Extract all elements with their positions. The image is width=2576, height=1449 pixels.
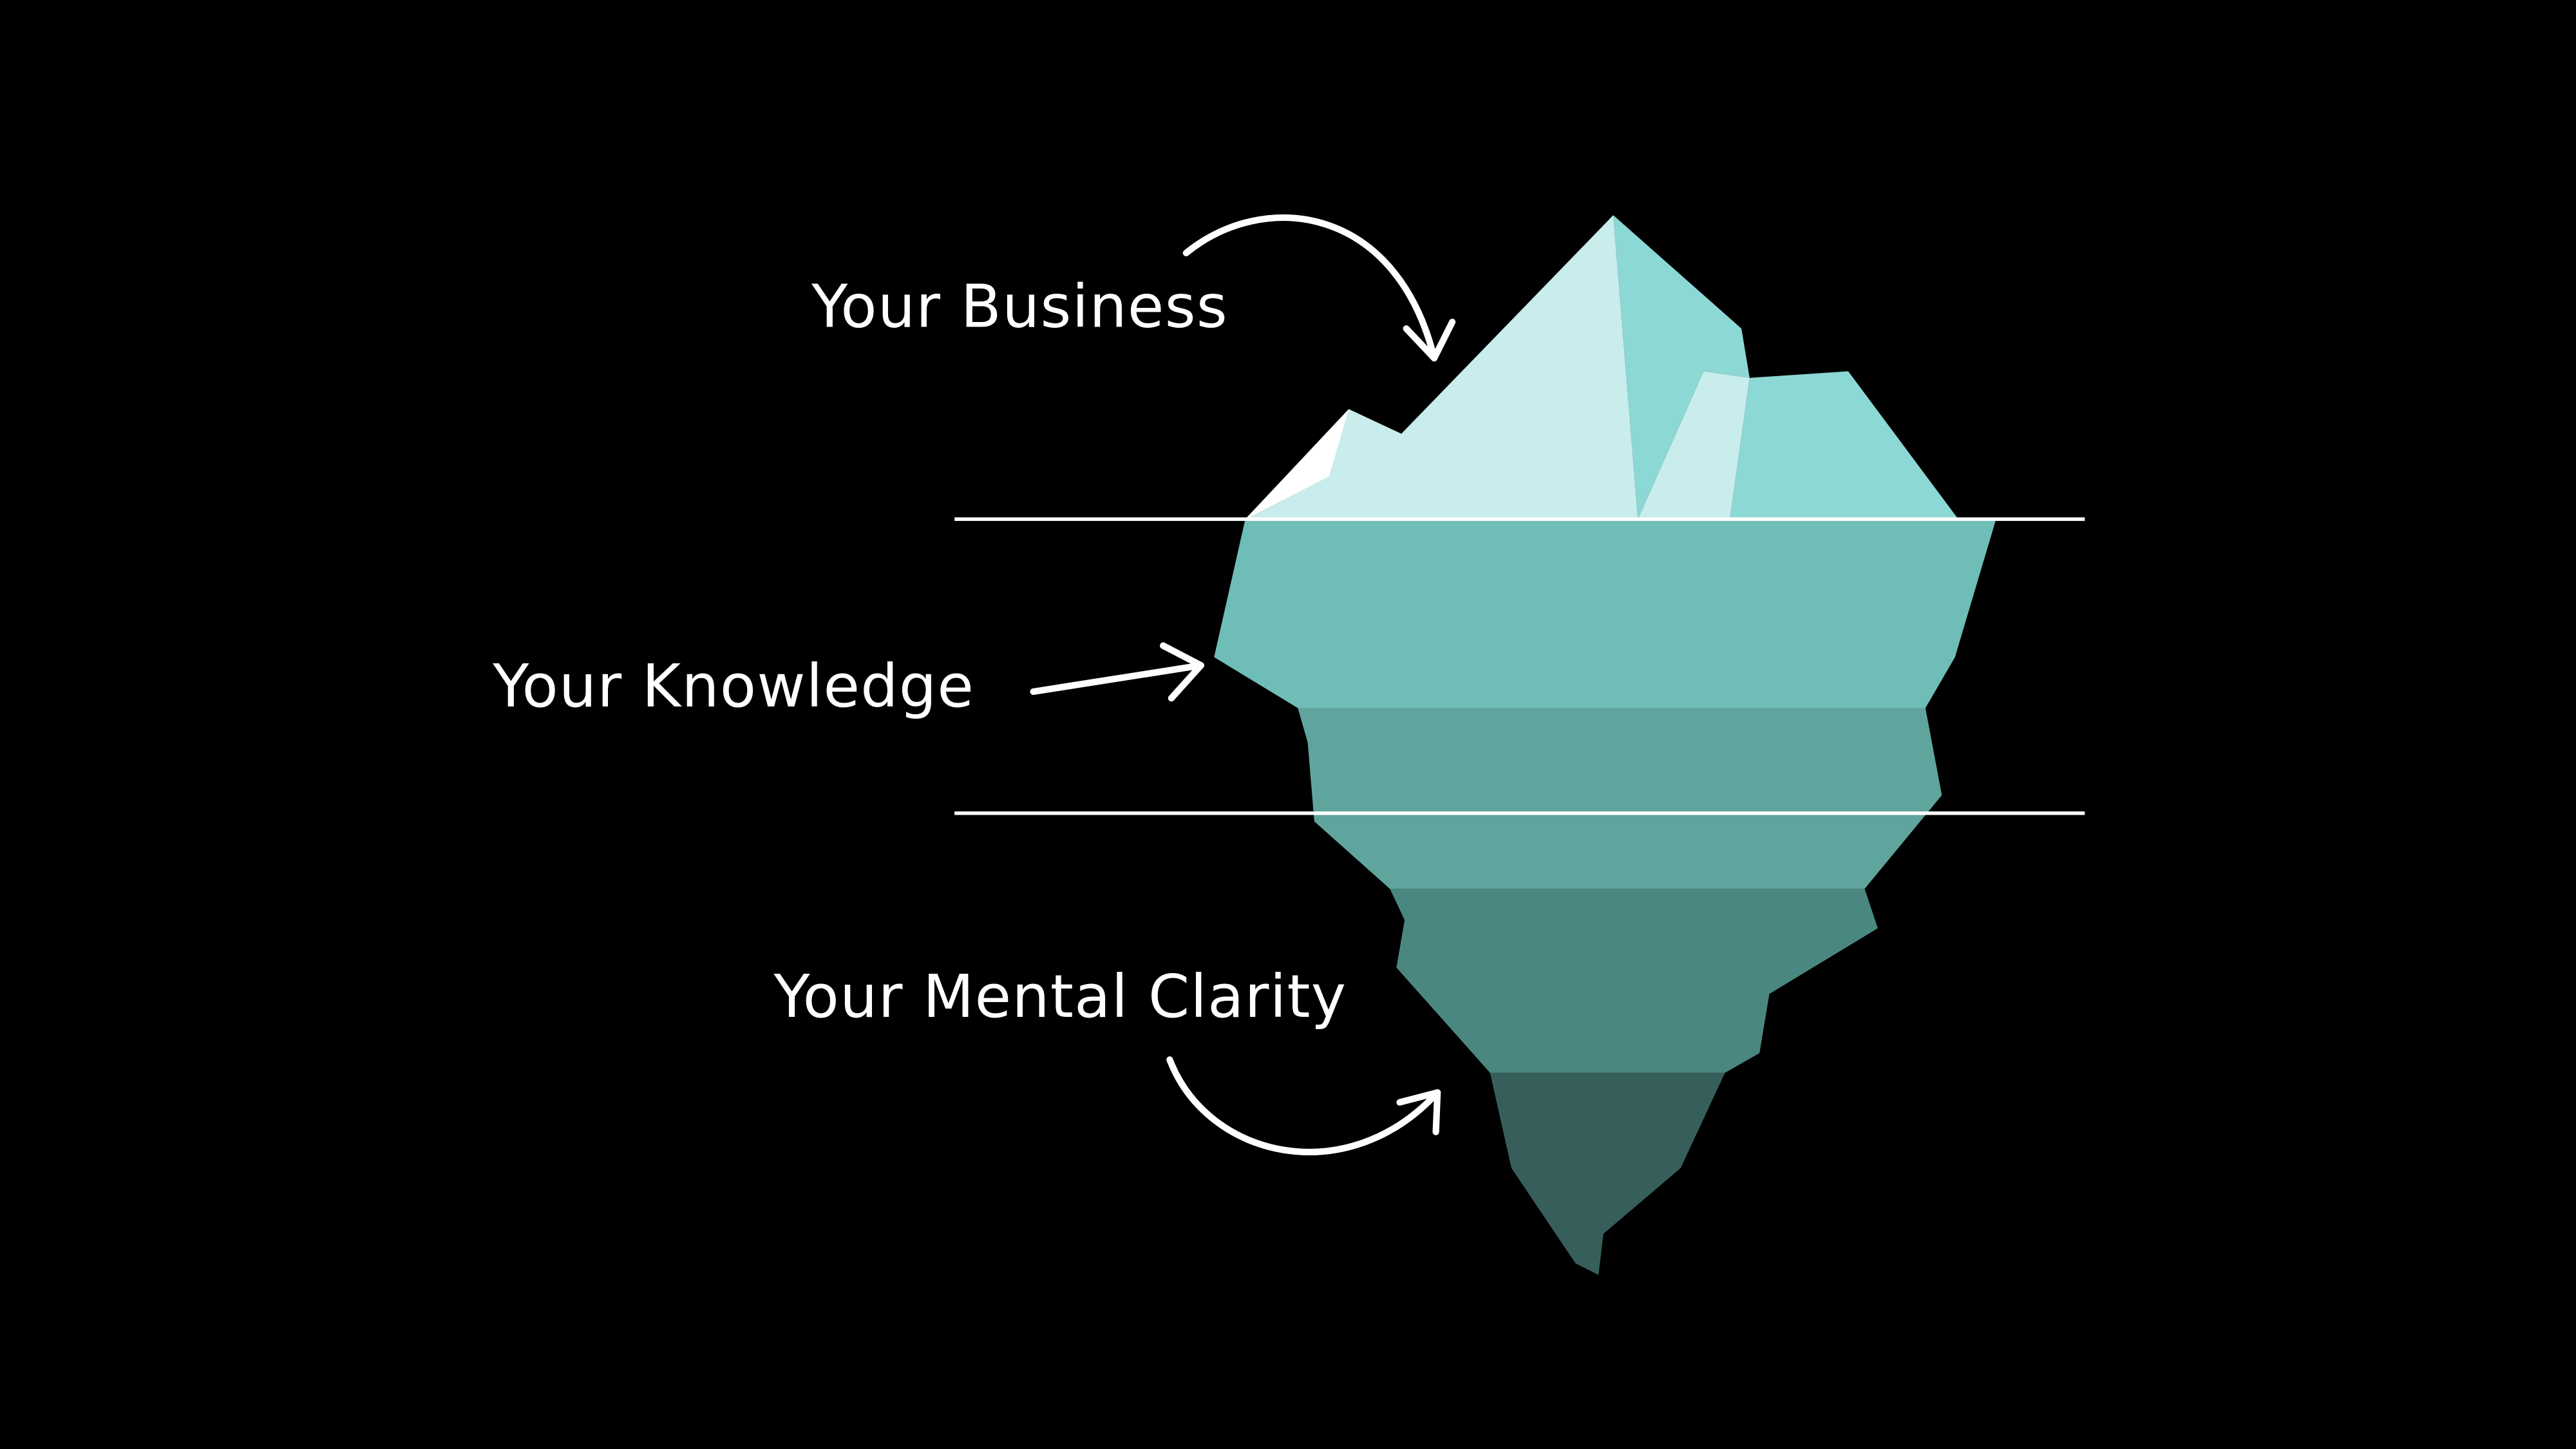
arrow-business-icon [1182, 214, 1456, 362]
label-your-mental-clarity: Your Mental Clarity [773, 962, 1347, 1031]
iceberg-peak-shadow [1613, 215, 1750, 520]
arrow-mental-clarity-icon [1166, 1056, 1441, 1155]
arrow-knowledge-icon [1030, 642, 1204, 702]
iceberg-peak-main [1245, 215, 1638, 520]
iceberg-layer-2 [1298, 708, 1942, 889]
iceberg-peak-right [1730, 371, 1958, 520]
label-your-business: Your Business [811, 272, 1228, 341]
iceberg [1214, 215, 1996, 1275]
iceberg-layer-1 [1214, 519, 1996, 708]
iceberg-layer-4 [1490, 1072, 1725, 1275]
iceberg-peak-facet [1638, 371, 1750, 520]
label-your-knowledge: Your Knowledge [492, 652, 974, 721]
iceberg-layer-3 [1390, 889, 1878, 1073]
